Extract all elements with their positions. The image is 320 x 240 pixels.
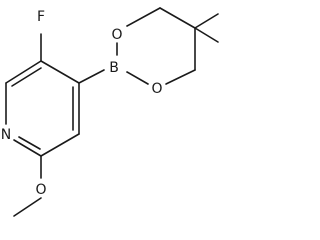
ring-oxygen-top-label: O bbox=[111, 27, 122, 43]
bond-cquat-methyl-2 bbox=[194, 27, 219, 43]
bond-c2-n1 bbox=[13, 139, 42, 157]
bond-o-bottom-b bbox=[126, 71, 149, 85]
pyridine-nitrogen-label: N bbox=[1, 127, 11, 143]
pyridine-ring bbox=[5, 60, 80, 157]
bond-o-methyl bbox=[13, 197, 42, 217]
bond-c2-n1-inner bbox=[18, 136, 41, 150]
bond-c5-c4 bbox=[40, 60, 80, 84]
boron-atom-label: B bbox=[109, 60, 119, 76]
bond-ch2-cquat bbox=[159, 7, 196, 29]
bond-c6-c5-inner bbox=[11, 67, 42, 87]
dioxaborinane-ring bbox=[116, 7, 219, 85]
ring-oxygen-bottom-label: O bbox=[151, 81, 162, 97]
bond-o-top-ch2 bbox=[126, 7, 161, 27]
bond-c6-c5 bbox=[5, 60, 42, 84]
bond-c4-b bbox=[78, 69, 105, 84]
methoxy-oxygen-label: O bbox=[35, 182, 46, 198]
bond-ch2-lower-o-bottom bbox=[165, 69, 196, 85]
bond-cquat-methyl-1 bbox=[194, 13, 219, 29]
molecule-structure-diagram: F B O O N O bbox=[1, 7, 219, 217]
fluorine-atom-label: F bbox=[37, 9, 45, 25]
bond-c3-c2 bbox=[40, 133, 80, 157]
